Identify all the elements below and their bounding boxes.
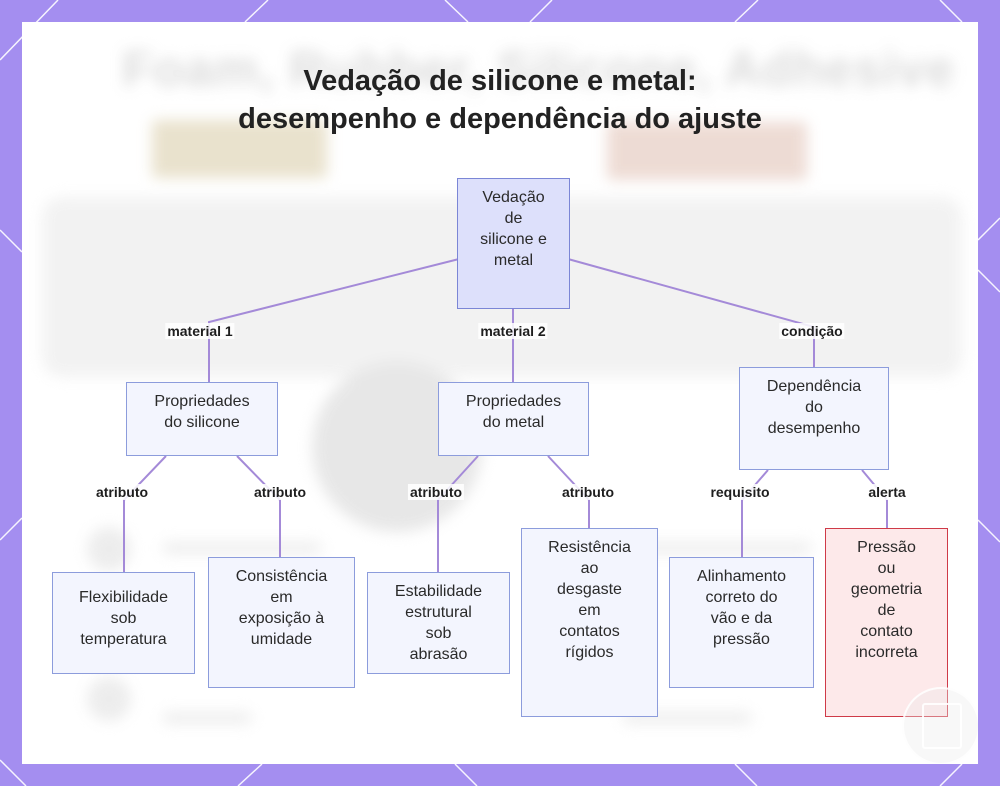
- connector-dependencia-pressao: [861, 469, 888, 528]
- edge-label-root-silicone: material 1: [165, 323, 235, 339]
- edge-label-silicone-flex: atributo: [93, 484, 151, 500]
- node-pressao: Pressão ou geometria de contato incorret…: [825, 528, 948, 717]
- node-metal-label: Propriedades do metal: [465, 393, 562, 431]
- node-pressao-label: Pressão ou geometria de contato incorret…: [850, 539, 923, 661]
- node-root: Vedação de silicone e metal: [457, 178, 570, 309]
- blurred-shape: [87, 677, 131, 721]
- node-consist-label: Consistência em exposição à umidade: [235, 568, 328, 648]
- connector-silicone-flex: [123, 455, 167, 572]
- node-estab: Estabilidade estrutural sob abrasão: [367, 572, 510, 674]
- edge-label-metal-resist: atributo: [559, 484, 617, 500]
- node-resist-label: Resistência ao desgaste em contatos rígi…: [548, 539, 631, 661]
- node-root-label: Vedação de silicone e metal: [480, 189, 547, 269]
- edge-label-dependencia-alinh: requisito: [708, 484, 772, 500]
- node-alinh-label: Alinhamento correto do vão e da pressão: [697, 568, 786, 648]
- diagram-title-line-1: Vedação de silicone e metal:: [303, 65, 697, 97]
- node-alinh: Alinhamento correto do vão e da pressão: [669, 557, 814, 688]
- connector-root-dependencia: [567, 258, 815, 367]
- diagram-title: Vedação de silicone e metal: desempenho …: [22, 62, 978, 138]
- connector-dependencia-alinh: [741, 469, 769, 557]
- blurred-shape: [162, 542, 322, 554]
- logo-watermark: [902, 687, 978, 764]
- node-metal: Propriedades do metal: [438, 382, 589, 456]
- node-dependencia: Dependência do desempenho: [739, 367, 889, 470]
- diagram-title-line-2: desempenho e dependência do ajuste: [238, 103, 762, 135]
- node-flex-label: Flexibilidade sob temperatura: [79, 589, 168, 648]
- blurred-shape: [162, 712, 252, 724]
- edge-label-dependencia-pressao: alerta: [866, 484, 908, 500]
- node-silicone: Propriedades do silicone: [126, 382, 278, 456]
- blurred-background-title: Foam, Rubber, Silicone, Adhesive: [122, 41, 956, 97]
- node-flex: Flexibilidade sob temperatura: [52, 572, 195, 674]
- node-resist: Resistência ao desgaste em contatos rígi…: [521, 528, 658, 717]
- node-consist: Consistência em exposição à umidade: [208, 557, 355, 688]
- connector-metal-resist: [547, 455, 590, 528]
- edge-label-silicone-consist: atributo: [251, 484, 309, 500]
- connector-metal-estab: [437, 455, 479, 572]
- diagram-card: Foam, Rubber, Silicone, Adhesive Vedação…: [22, 22, 978, 764]
- connector-silicone-consist: [236, 455, 281, 557]
- blurred-shape: [622, 542, 812, 554]
- node-dependencia-label: Dependência do desempenho: [766, 378, 862, 437]
- edge-label-metal-estab: atributo: [407, 484, 465, 500]
- edge-label-root-metal: material 2: [478, 323, 548, 339]
- blurred-shape: [607, 122, 807, 180]
- blurred-shape: [152, 120, 327, 178]
- node-silicone-label: Propriedades do silicone: [154, 393, 250, 431]
- edge-label-root-dependencia: condição: [779, 323, 845, 339]
- node-estab-label: Estabilidade estrutural sob abrasão: [394, 583, 483, 663]
- connector-root-silicone: [208, 258, 460, 382]
